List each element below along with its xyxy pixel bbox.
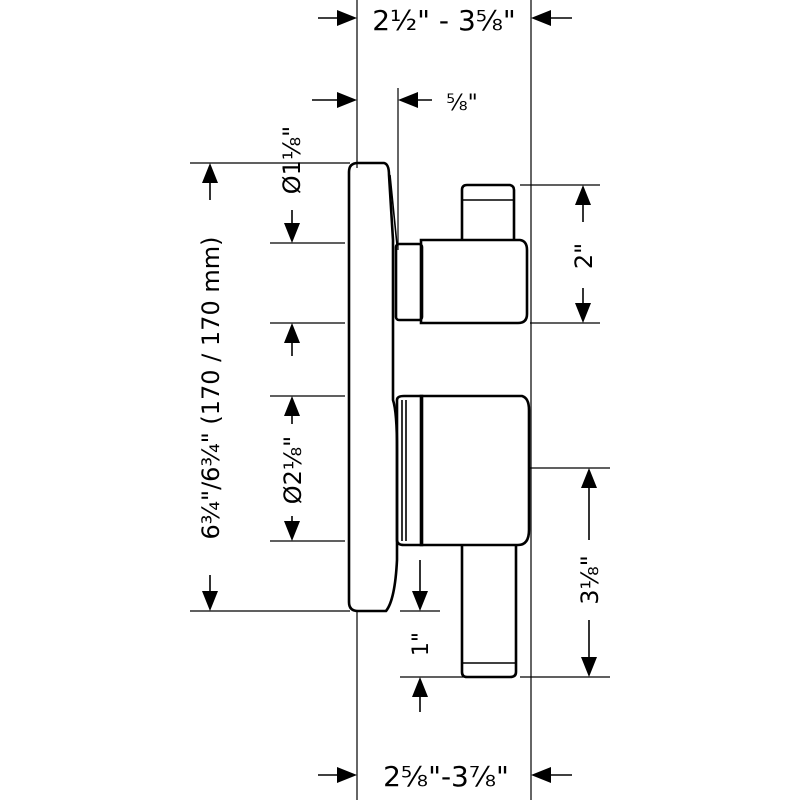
upper-lever (460, 183, 516, 240)
dimension-marks (202, 10, 597, 783)
lever-length-label: 3⅛" (576, 555, 604, 605)
top-width-label: 2½" - 3⅝" (372, 4, 516, 37)
handle-height-label: 2" (570, 243, 598, 269)
product-outline (347, 161, 531, 679)
large-diameter-label: Ø2⅛" (279, 436, 307, 504)
small-diameter-label: Ø1⅛" (278, 126, 306, 194)
wall-plate (347, 161, 399, 613)
lower-collar (395, 394, 424, 547)
overall-height-label: 6¾"/6¾" (170 / 170 mm) (197, 237, 225, 540)
lower-handle (419, 394, 531, 547)
lower-lever (460, 545, 518, 679)
upper-collar (394, 242, 424, 322)
upper-handle (419, 238, 529, 325)
bottom-width-label: 2⅝"-3⅞" (383, 760, 509, 793)
plate-offset-label: ⅝" (446, 91, 477, 116)
lever-offset-label: 1" (409, 632, 434, 656)
extension-lines (190, 0, 610, 800)
